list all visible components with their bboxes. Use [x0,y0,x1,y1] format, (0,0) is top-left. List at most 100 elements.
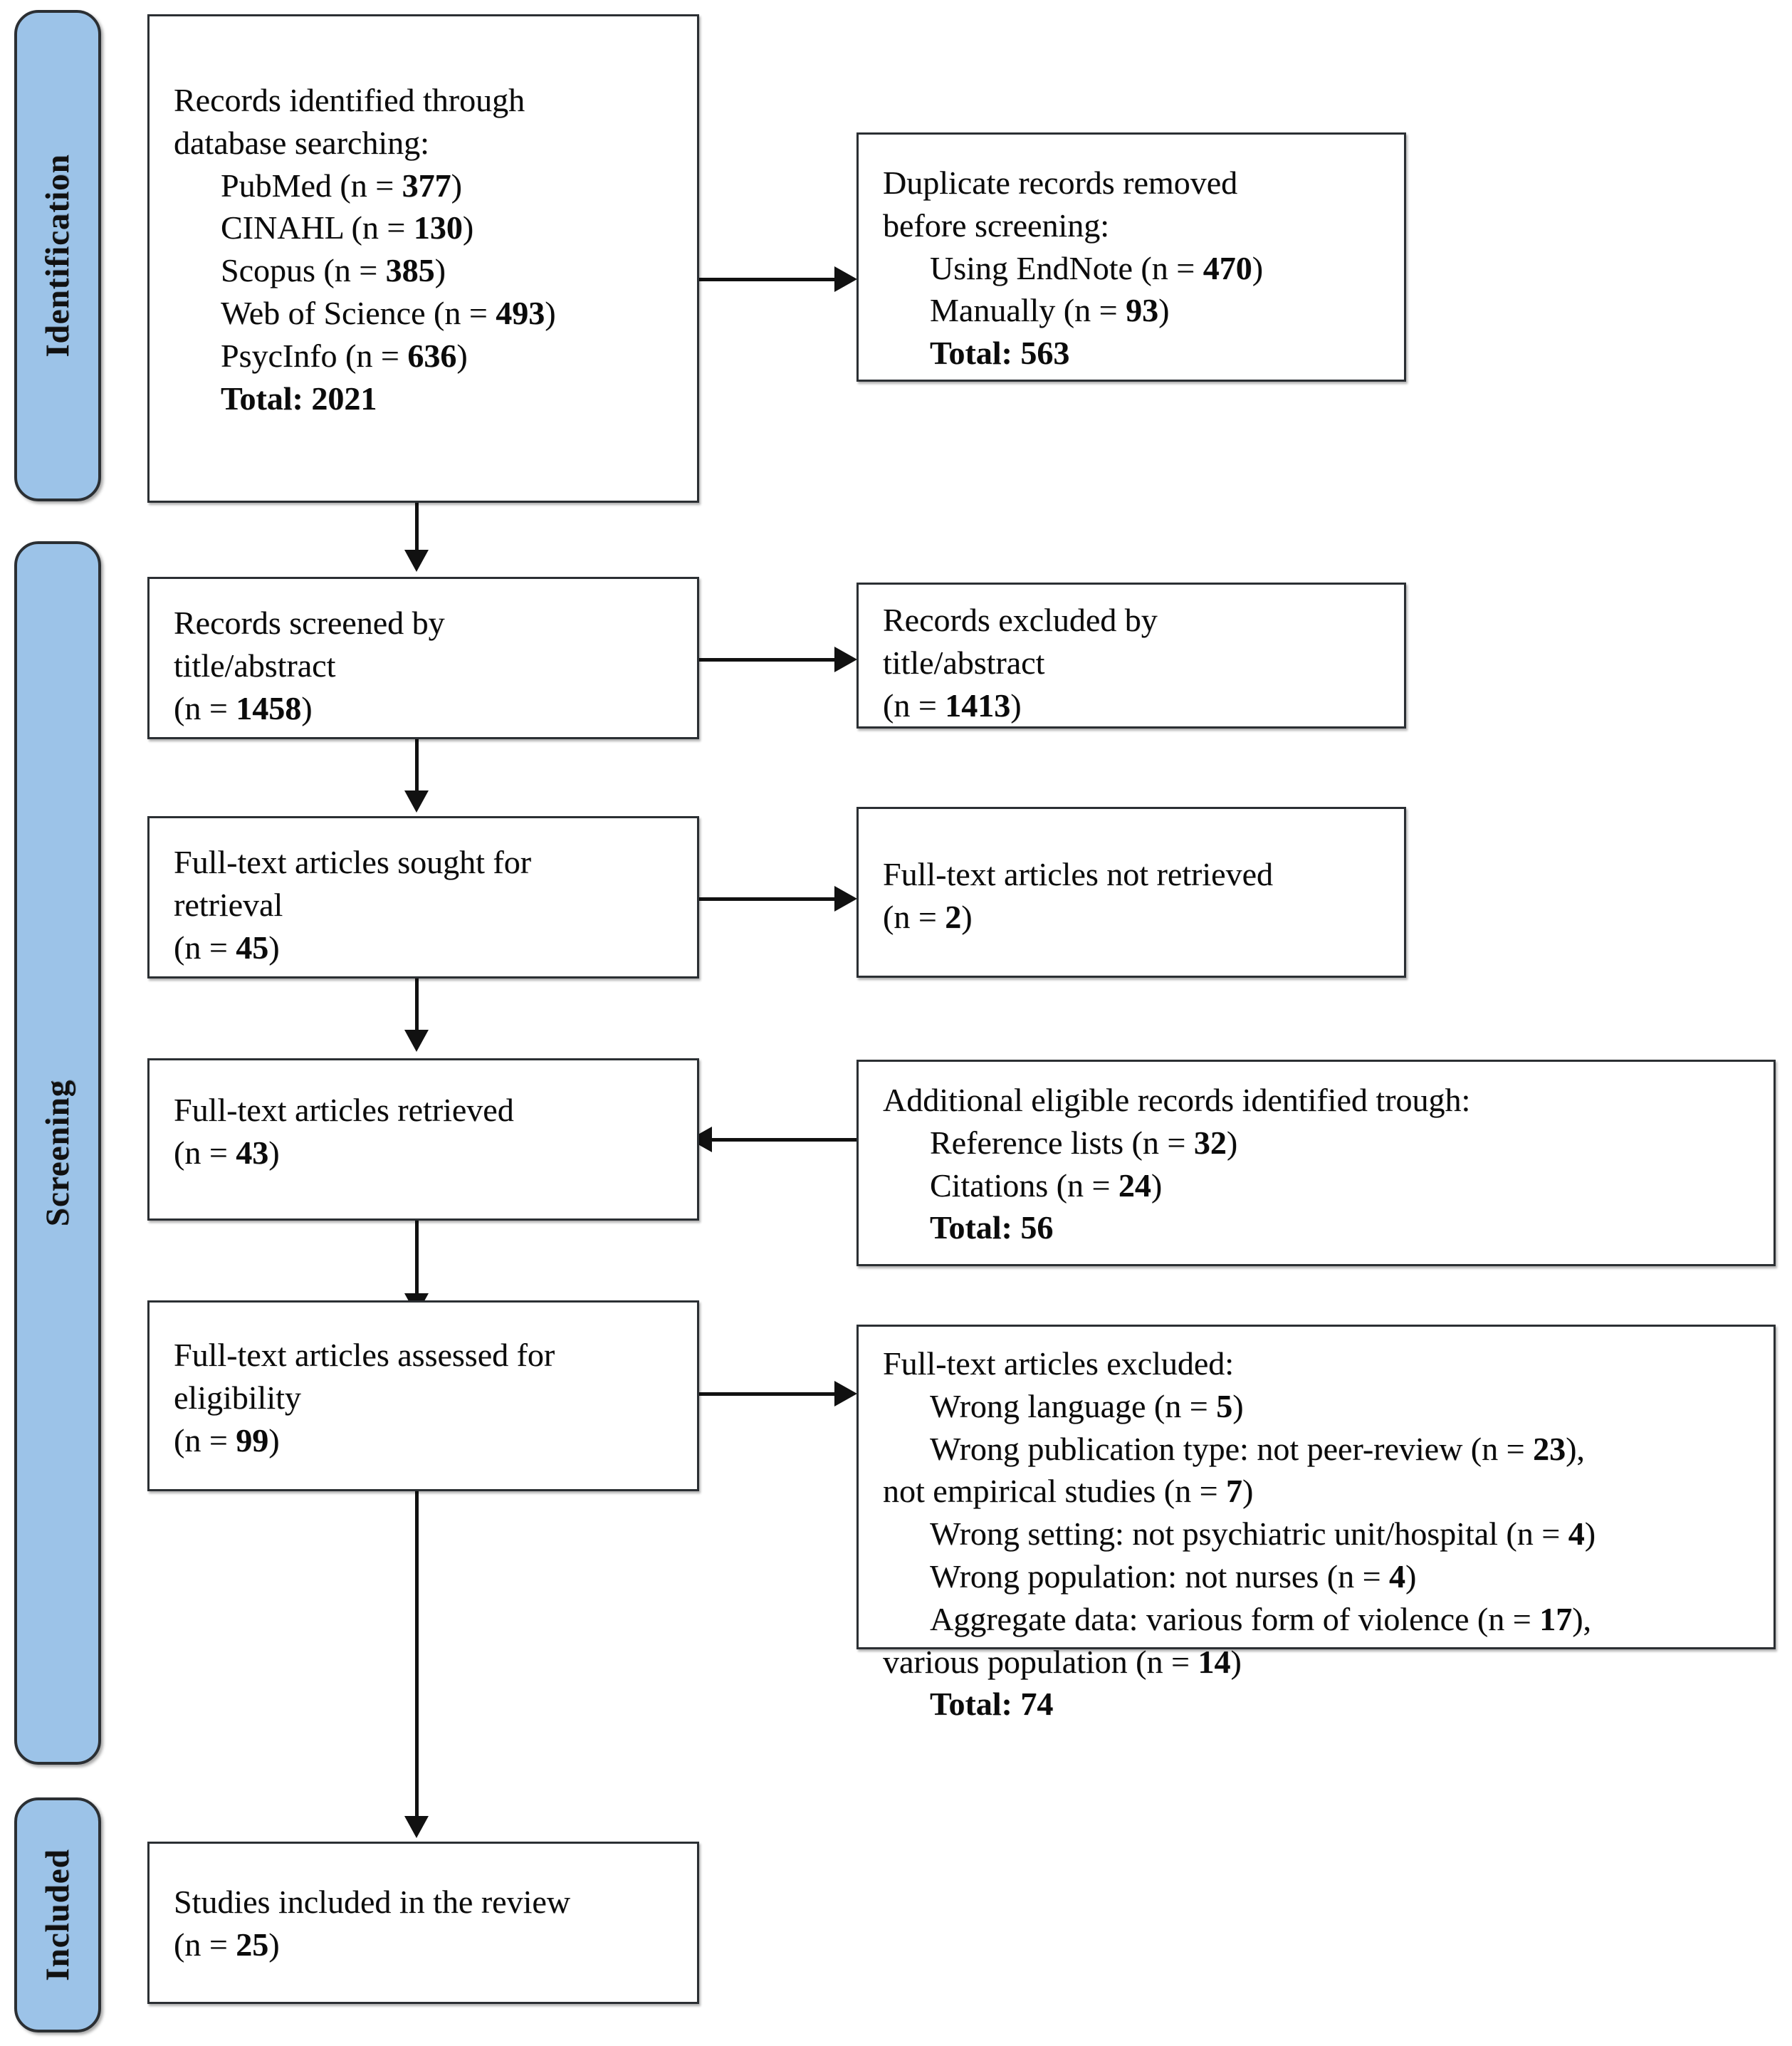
count-value: 130 [413,209,463,246]
count-value: 45 [236,929,269,966]
count-value: 493 [496,294,545,331]
phase-bar-identification: Identification [14,10,101,501]
count-value: 32 [1193,1124,1227,1161]
text-line: Studies included in the review [174,1884,570,1920]
text-line: Total: 2021 [221,380,377,417]
count-value: 7 [1226,1473,1243,1510]
text-line: title/abstract [174,647,336,684]
box-fulltext-sought: Full-text articles sought for retrieval (n… [147,816,699,978]
box-records-identified: Records identified through database searc… [147,14,699,503]
box-fulltext-not-retrieved-text: Full-text articles not retrieved (n = 2) [883,853,1393,939]
text-line: Additional eligible records identified t… [883,1082,1471,1118]
connector-sought-to-retrieved [415,977,419,1033]
text-line: Total: 56 [930,1209,1054,1246]
text-line: Using EndNote (n = 470) [930,249,1264,286]
count-value: 99 [236,1421,269,1458]
connector-identified-to-screened [415,502,419,552]
count-value: 14 [1198,1643,1231,1680]
connector-sought-to-not-retrieved [698,897,838,901]
text-line: Full-text articles excluded: [883,1345,1235,1382]
arrowhead-identified-to-screened [404,550,429,572]
box-fulltext-retrieved: Full-text articles retrieved(n = 43) [147,1058,699,1221]
connector-screened-to-excluded [698,658,838,662]
text-line: PubMed (n = 377) [221,167,462,204]
box-fulltext-sought-text: Full-text articles sought for retrieval (n… [174,841,686,969]
arrowhead-sought-to-not-retrieved [834,886,857,912]
count-value: 2 [945,898,962,935]
phase-bar-screening: Screening [14,541,101,1765]
count-value: 385 [385,252,435,289]
text-line: retrieval [174,886,283,923]
box-studies-included-text: Studies included in the review (n = 25) [174,1881,686,1966]
box-additional-records-text: Additional eligible records identified t… [883,1079,1762,1249]
arrowhead-assessed-to-included [404,1816,429,1838]
arrowhead-screened-to-sought [404,790,429,813]
text-line: Reference lists (n = 32) [930,1124,1238,1161]
arrowhead-assessed-to-excluded-fulltext [834,1381,857,1406]
count-value: 636 [407,337,457,374]
text-line: (n = 2) [883,898,973,935]
text-line: Wrong publication type: not peer-review … [930,1430,1585,1467]
text-line: Full-text articles not retrieved [883,856,1273,892]
phase-label-included: Included [39,1849,76,1981]
box-fulltext-excluded-text: Full-text articles excluded:Wrong langua… [883,1342,1762,1726]
text-line: Full-text articles assessed for [174,1337,555,1373]
text-line: Records excluded by [883,602,1158,638]
box-fulltext-assessed-text: Full-text articles assessed for eligibili… [174,1334,686,1461]
text-line: Scopus (n = 385) [221,252,446,289]
phase-bar-included: Included [14,1797,101,2032]
arrowhead-sought-to-retrieved [404,1030,429,1052]
text-line: not empirical studies (n = 7) [883,1473,1254,1510]
connector-additional-to-retrieved [712,1138,858,1142]
box-fulltext-assessed: Full-text articles assessed for eligibili… [147,1300,699,1491]
text-line: (n = 25) [174,1926,280,1963]
count-value: 24 [1118,1166,1151,1204]
connector-retrieved-to-assessed [415,1219,419,1296]
text-line: Records identified through [174,82,525,118]
count-value: 43 [236,1134,269,1171]
count-value: 1413 [945,687,1011,724]
text-line: Web of Science (n = 493) [221,294,556,331]
box-fulltext-retrieved-text: Full-text articles retrieved(n = 43) [174,1089,686,1174]
text-line: Full-text articles sought for [174,844,532,880]
count-value: 25 [236,1926,269,1963]
connector-screened-to-sought [415,738,419,793]
text-line: Wrong setting: not psychiatric unit/hosp… [930,1515,1596,1552]
count-value: 5 [1216,1387,1233,1424]
text-line: Manually (n = 93) [930,292,1170,329]
count-value: 23 [1533,1430,1566,1467]
text-line: title/abstract [883,644,1045,681]
phase-label-screening: Screening [39,1079,76,1227]
text-line: (n = 45) [174,929,280,966]
box-studies-included: Studies included in the review (n = 25) [147,1842,699,2004]
text-line: (n = 1458) [174,689,313,726]
count-value: 377 [402,167,451,204]
text-line: eligibility [174,1379,301,1416]
text-line: PsycInfo (n = 636) [221,337,468,374]
connector-assessed-to-included [415,1490,419,1819]
text-line: various population (n = 14) [883,1643,1242,1680]
connector-identified-to-duplicates [698,278,838,281]
box-fulltext-excluded: Full-text articles excluded:Wrong langua… [856,1325,1776,1722]
connector-assessed-to-excluded-fulltext [698,1392,838,1396]
arrowhead-screened-to-excluded [834,647,857,672]
text-line: Total: 74 [930,1686,1054,1723]
phase-label-identification: Identification [39,154,76,357]
box-records-identified-text: Records identified through database searc… [174,79,686,419]
count-value: 17 [1539,1600,1573,1637]
text-line: database searching: [174,124,429,161]
count-value: 1458 [236,689,302,726]
text-line: Full-text articles retrieved [174,1092,514,1128]
box-fulltext-not-retrieved: Full-text articles not retrieved (n = 2) [856,807,1406,978]
text-line: Duplicate records removed [883,165,1238,201]
text-line: Citations (n = 24) [930,1166,1163,1204]
count-value: 470 [1202,249,1252,286]
text-line: CINAHL (n = 130) [221,209,474,246]
text-line: (n = 99) [174,1421,280,1458]
